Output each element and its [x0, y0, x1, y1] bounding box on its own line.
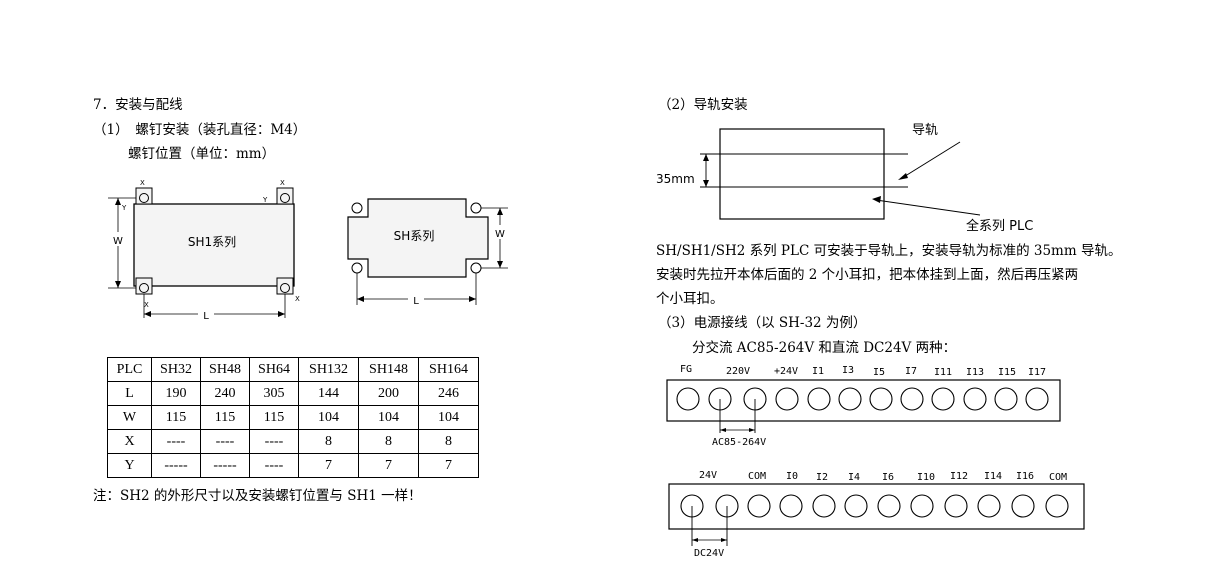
- plc-label: 全系列 PLC: [966, 218, 1033, 234]
- table-cell: ----: [151, 429, 201, 454]
- strip2-terminal-label: I12: [950, 471, 969, 482]
- table-cell: 115: [249, 405, 299, 430]
- terminal-strip-dc: [668, 483, 1085, 546]
- strip2-terminal-label: I4: [848, 472, 861, 483]
- rail-label: 导轨: [912, 123, 938, 138]
- table-cell: 7: [418, 453, 479, 478]
- sh1-dim-x-top: X: [140, 179, 145, 187]
- sh-screw-diagram: W L SH系列: [347, 198, 508, 307]
- strip1-terminal-label: I13: [966, 367, 985, 378]
- table-cell: X: [107, 429, 152, 454]
- table-header-cell: SH132: [298, 357, 359, 382]
- strip2-terminal-label: I16: [1016, 471, 1035, 482]
- table-cell: L: [107, 381, 152, 406]
- table-row: W 115 115 115 104 104 104: [107, 405, 479, 430]
- strip2-terminal-label: I0: [786, 471, 799, 482]
- strip2-terminal-label: I2: [816, 472, 829, 483]
- strip1-terminal-label: I11: [934, 367, 953, 378]
- table-cell: 104: [358, 405, 419, 430]
- strip2-terminal-label: I14: [984, 471, 1003, 482]
- strip1-terminal-label: FG: [680, 364, 693, 375]
- table-cell: 8: [418, 429, 479, 454]
- table-cell: 240: [200, 381, 250, 406]
- table-cell: 8: [298, 429, 359, 454]
- table-header-cell: SH164: [418, 357, 479, 382]
- dc-voltage-label: DC24V: [694, 548, 725, 559]
- power-caption: 分交流 AC85-264V 和直流 DC24V 两种：: [692, 340, 957, 356]
- sh1-series-label: SH1系列: [188, 235, 236, 249]
- strip2-terminal-label: COM: [1049, 472, 1068, 483]
- table-cell: 7: [298, 453, 359, 478]
- strip2-terminal-label: COM: [748, 471, 767, 482]
- rail-install-diagram: 35mm 导轨 全系列 PLC: [656, 123, 1033, 234]
- subsection-screw-title: （1） 螺钉安装（装孔直径：M4）: [93, 122, 307, 138]
- sh2-note: 注：SH2 的外形尺寸以及安装螺钉位置与 SH1 一样！: [93, 488, 422, 504]
- subsection-power-title: （3）电源接线（以 SH-32 为例）: [658, 315, 867, 331]
- strip1-terminal-label: I15: [998, 367, 1017, 378]
- table-cell: 190: [151, 381, 201, 406]
- sh1-dim-l: L: [203, 311, 209, 322]
- table-row: X ---- ---- ---- 8 8 8: [107, 429, 479, 454]
- table-cell: 115: [200, 405, 250, 430]
- rail-paragraph-line: 安装时先拉开本体后面的 2 个小耳扣，把本体挂到上面，然后再压紧两: [656, 267, 1079, 283]
- table-cell: 246: [418, 381, 479, 406]
- strip1-terminal-label: I17: [1028, 367, 1047, 378]
- strip1-terminal-label: 220V: [726, 366, 751, 377]
- terminal-strip-ac: [666, 379, 1061, 433]
- table-header-cell: PLC: [107, 357, 152, 382]
- strip2-terminal-label: I6: [882, 472, 895, 483]
- ac-voltage-label: AC85-264V: [712, 437, 767, 448]
- sh1-dim-y-right: Y: [262, 196, 268, 204]
- table-cell: 144: [298, 381, 359, 406]
- table-cell: 8: [358, 429, 419, 454]
- table-cell: -----: [151, 453, 201, 478]
- table-cell: 104: [298, 405, 359, 430]
- sh1-dim-x-bottom: X: [144, 301, 149, 309]
- table-cell: ----: [200, 429, 250, 454]
- table-cell: 305: [249, 381, 299, 406]
- sh1-dim-y-left: Y: [121, 204, 127, 212]
- rail-paragraph-line: SH/SH1/SH2 系列 PLC 可安装于导轨上，安装导轨为标准的 35mm …: [656, 243, 1122, 259]
- table-header-cell: SH64: [249, 357, 299, 382]
- table-header-cell: SH148: [358, 357, 419, 382]
- table-row: L 190 240 305 144 200 246: [107, 381, 479, 406]
- strip1-terminal-label: I7: [905, 366, 918, 377]
- rail-paragraph-line: 个小耳扣。: [656, 291, 724, 307]
- table-cell: 200: [358, 381, 419, 406]
- table-row: Y ----- ----- ---- 7 7 7: [107, 453, 479, 478]
- sh1-dim-x-top-right: X: [280, 179, 285, 187]
- strip1-terminal-label: I5: [873, 367, 886, 378]
- sh-dim-l: L: [413, 296, 419, 307]
- table-cell: 7: [358, 453, 419, 478]
- table-cell: Y: [107, 453, 152, 478]
- section-title: 7．安装与配线: [93, 97, 183, 113]
- table-cell: ----: [249, 453, 299, 478]
- dimension-table: PLC SH32 SH48 SH64 SH132 SH148 SH164 L 1…: [107, 357, 479, 478]
- sh-dim-w: W: [495, 229, 505, 240]
- subsection-rail-title: （2）导轨安装: [658, 97, 748, 113]
- strip2-terminal-label: I10: [917, 472, 936, 483]
- table-cell: 115: [151, 405, 201, 430]
- table-cell: ----: [249, 429, 299, 454]
- table-header-row: PLC SH32 SH48 SH64 SH132 SH148 SH164: [107, 357, 479, 382]
- sh1-screw-diagram: W L X X Y Y X X SH1系列: [108, 179, 300, 322]
- table-cell: 104: [418, 405, 479, 430]
- strip2-terminal-label: 24V: [699, 470, 718, 481]
- rail-height-label: 35mm: [656, 172, 695, 186]
- table-cell: -----: [200, 453, 250, 478]
- sh1-dim-x-bottom-right: X: [295, 295, 300, 303]
- table-header-cell: SH48: [200, 357, 250, 382]
- table-header-cell: SH32: [151, 357, 201, 382]
- sh-series-label: SH系列: [394, 229, 435, 243]
- strip1-terminal-label: I1: [812, 366, 825, 377]
- sh1-dim-w: W: [113, 236, 123, 247]
- screw-position-caption: 螺钉位置（单位：mm）: [128, 146, 276, 162]
- table-cell: W: [107, 405, 152, 430]
- strip1-terminal-label: I3: [842, 365, 855, 376]
- strip1-terminal-label: +24V: [774, 366, 799, 377]
